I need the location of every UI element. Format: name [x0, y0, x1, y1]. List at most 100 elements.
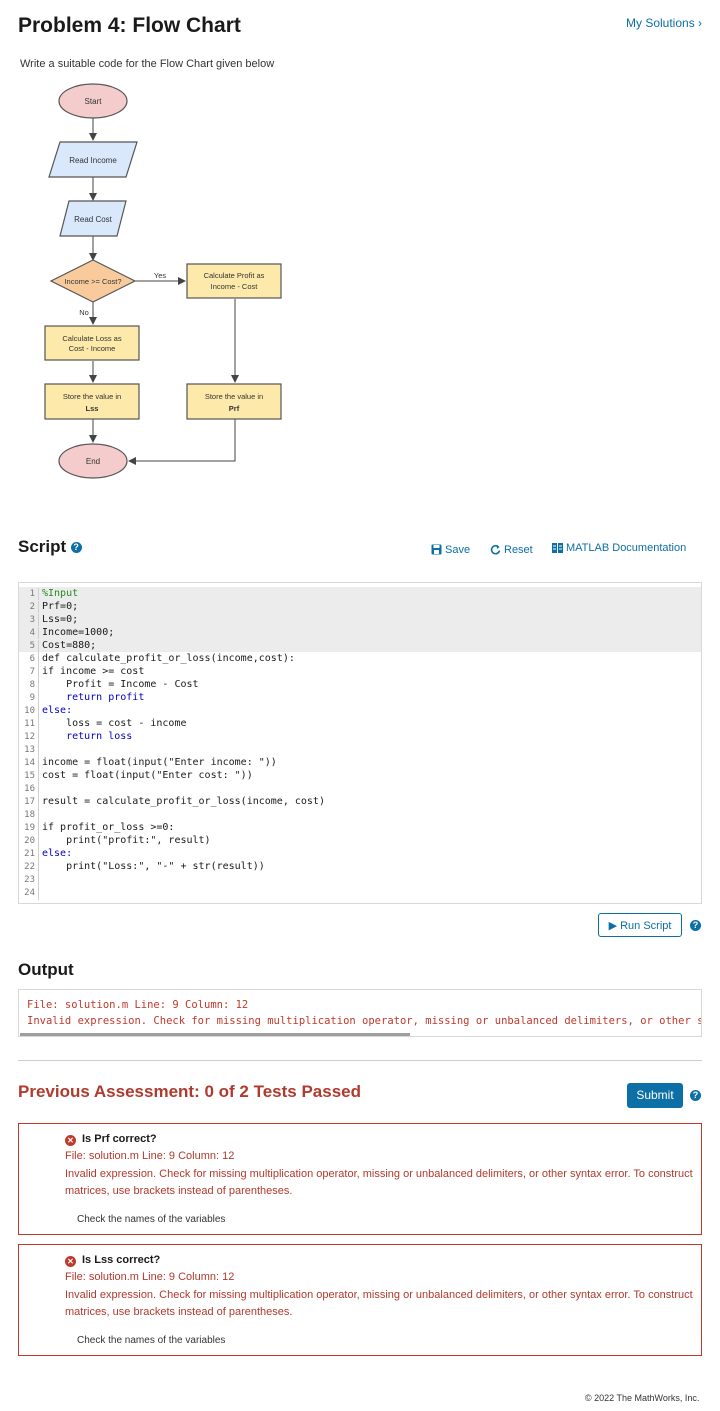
code-text: print("Loss:", "-" + str(result)) — [42, 861, 265, 872]
read-cost-label: Read Cost — [74, 215, 113, 224]
no-label: No — [79, 308, 89, 317]
save-button[interactable]: Save — [431, 544, 470, 556]
script-header: Script ? — [18, 537, 82, 557]
end-label: End — [86, 457, 100, 466]
reset-button[interactable]: Reset — [490, 544, 533, 556]
code-text: Prf=0; — [42, 601, 79, 612]
read-income-label: Read Income — [69, 156, 117, 165]
code-text: loss = cost - income — [42, 718, 187, 729]
error-x-icon: ✕ — [65, 1135, 76, 1146]
error-x-icon: ✕ — [65, 1256, 76, 1267]
code-text: if income >= cost — [42, 666, 145, 677]
code-line: 18 — [19, 808, 701, 822]
start-node — [58, 83, 128, 119]
matlab-documentation-label: MATLAB Documentation — [566, 542, 687, 554]
read-cost-node — [59, 200, 127, 237]
read-income-node — [48, 141, 138, 178]
code-text: Income=1000; — [42, 627, 115, 638]
code-text: %Input — [42, 588, 79, 599]
code-line: 20 print("profit:", result) — [19, 834, 701, 848]
decision-node — [49, 259, 137, 303]
store-prf-label-1: Store the value in — [205, 392, 263, 401]
copyright: © 2022 The MathWorks, Inc. — [585, 1393, 700, 1403]
end-node — [58, 443, 128, 479]
code-text: income = float(input("Enter income: ")) — [42, 757, 277, 768]
test-name: ✕ Is Lss correct? — [65, 1254, 160, 1267]
store-lss-label-2: Lss — [86, 404, 99, 413]
code-text: print("profit:", result) — [42, 835, 211, 846]
store-prf-node — [186, 383, 282, 420]
test-hint: Check the names of the variables — [77, 1214, 226, 1225]
help-icon[interactable]: ? — [70, 542, 82, 554]
help-icon[interactable]: ? — [690, 920, 701, 931]
test-name-label: Is Lss correct? — [82, 1254, 161, 1266]
code-text: cost = float(input("Enter cost: ")) — [42, 770, 253, 781]
reset-icon — [490, 544, 501, 555]
code-line: 16 — [19, 782, 701, 796]
calculate-loss-node — [44, 325, 140, 361]
code-line: 9 return profit — [19, 691, 701, 705]
code-text: result = calculate_profit_or_loss(income… — [42, 796, 325, 807]
code-text: else: — [42, 848, 73, 859]
calculate-profit-label-2: Income - Cost — [211, 282, 259, 291]
calculate-loss-label-2: Cost - Income — [69, 344, 116, 353]
code-text: Lss=0; — [42, 614, 79, 625]
output-title: Output — [18, 960, 74, 979]
save-icon — [431, 544, 442, 555]
yes-label: Yes — [154, 271, 166, 280]
calculate-profit-node — [186, 263, 282, 299]
code-text: def calculate_profit_or_loss(income,cost… — [42, 653, 295, 664]
decision-label: Income >= Cost? — [64, 277, 121, 286]
test-name: ✕Is Prf correct? — [65, 1133, 157, 1146]
test-hint: Check the names of the variables — [77, 1335, 226, 1346]
horizontal-scrollbar[interactable] — [20, 1033, 410, 1036]
test-result-card[interactable]: ✕Is Lss correct? File: solution.m Line: … — [18, 1244, 702, 1356]
output-line: File: solution.m Line: 9 Column: 12 — [27, 999, 249, 1011]
connector-prf-end — [128, 419, 236, 465]
code-text: Profit = Income - Cost — [42, 679, 199, 690]
code-line: 22 print("Loss:", "-" + str(result)) — [19, 860, 701, 874]
assessment-title: Previous Assessment: 0 of 2 Tests Passed — [18, 1082, 361, 1101]
code-text: if profit_or_loss >=0: — [42, 822, 175, 833]
code-text: return profit — [42, 692, 145, 703]
page-title: Problem 4: Flow Chart — [18, 14, 241, 37]
run-script-button[interactable]: ▶ Run Script — [598, 913, 682, 937]
script-title: Script — [18, 537, 67, 556]
divider — [18, 1060, 702, 1061]
output-panel[interactable]: File: solution.m Line: 9 Column: 12 Inva… — [18, 989, 702, 1037]
calculate-profit-label-1: Calculate Profit as — [204, 271, 265, 280]
calculate-loss-label-1: Calculate Loss as — [62, 334, 121, 343]
code-line: 13 — [19, 743, 701, 757]
store-lss-label-1: Store the value in — [63, 392, 121, 401]
test-result-card[interactable]: ✕Is Prf correct? File: solution.m Line: … — [18, 1123, 702, 1235]
output-line: Invalid expression. Check for missing mu… — [27, 1015, 701, 1027]
store-prf-label-2: Prf — [229, 404, 240, 413]
code-line: 24 — [19, 886, 701, 900]
help-icon[interactable]: ? — [690, 1090, 701, 1101]
submit-button[interactable]: Submit — [627, 1083, 683, 1108]
matlab-documentation-link[interactable]: MATLAB Documentation — [552, 542, 686, 554]
test-error-file: File: solution.m Line: 9 Column: 12 — [65, 1150, 235, 1162]
code-line: 8 Profit = Income - Cost — [19, 678, 701, 692]
code-text: else: — [42, 705, 73, 716]
my-solutions-link[interactable]: My Solutions › — [626, 16, 703, 30]
code-line: 23 — [19, 873, 701, 887]
code-line: 11 loss = cost - income — [19, 717, 701, 731]
code-text: Cost=880; — [42, 640, 97, 651]
code-text: return loss — [42, 731, 133, 742]
code-line: 12 return loss — [19, 730, 701, 744]
save-label: Save — [445, 544, 471, 556]
book-icon — [552, 543, 563, 553]
